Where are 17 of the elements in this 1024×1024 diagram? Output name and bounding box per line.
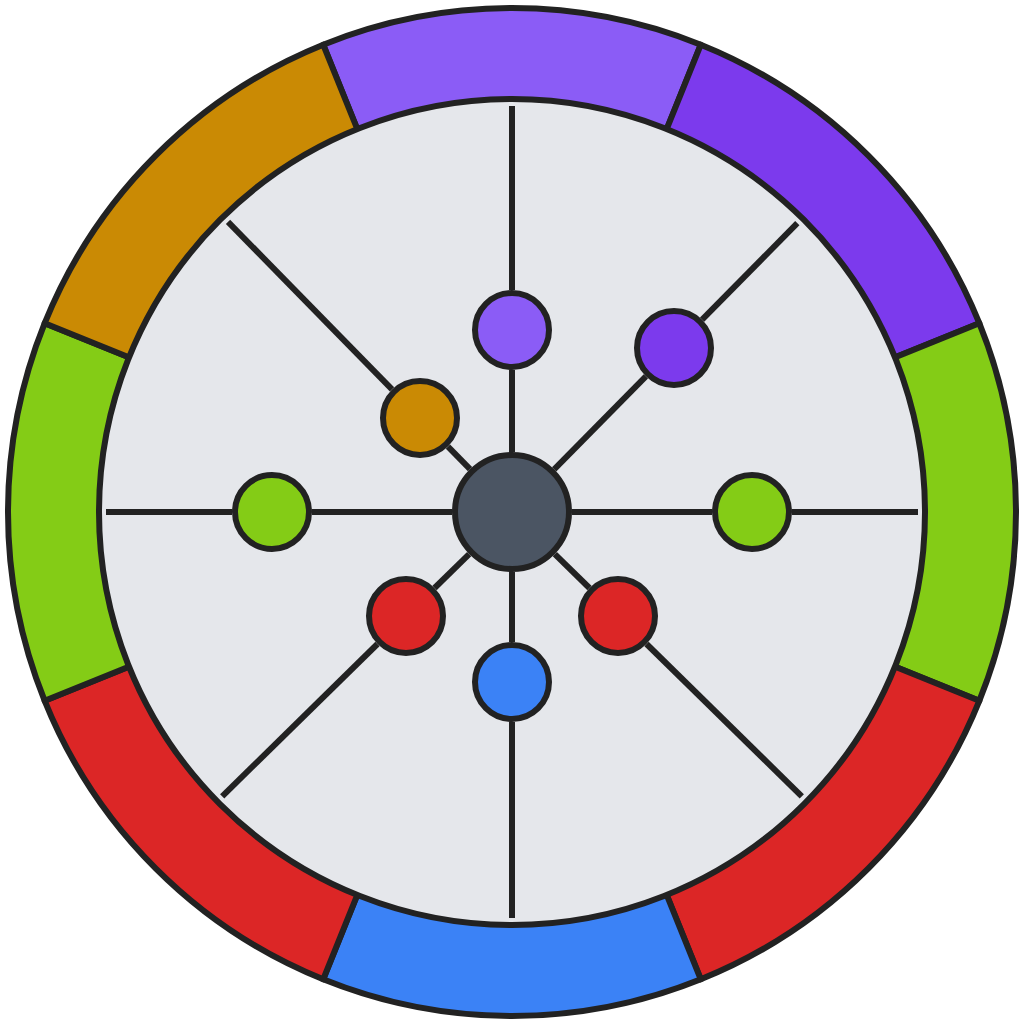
connector-line [552,551,592,591]
dot-circle [380,378,460,458]
connector-line [572,509,712,515]
dot-circle [472,290,552,370]
connector-line [312,509,452,515]
connector-line [509,572,515,642]
connector-line [432,551,472,591]
hub-circle [452,452,572,572]
dot-circle [472,642,552,722]
dot-circle [366,576,446,656]
connector-line [445,444,473,472]
connector-line [552,374,649,472]
connector-line [509,370,515,452]
dot-circle [634,308,714,388]
dot-circle [578,576,658,656]
dot-circle [712,472,792,552]
dot-circle [232,472,312,552]
